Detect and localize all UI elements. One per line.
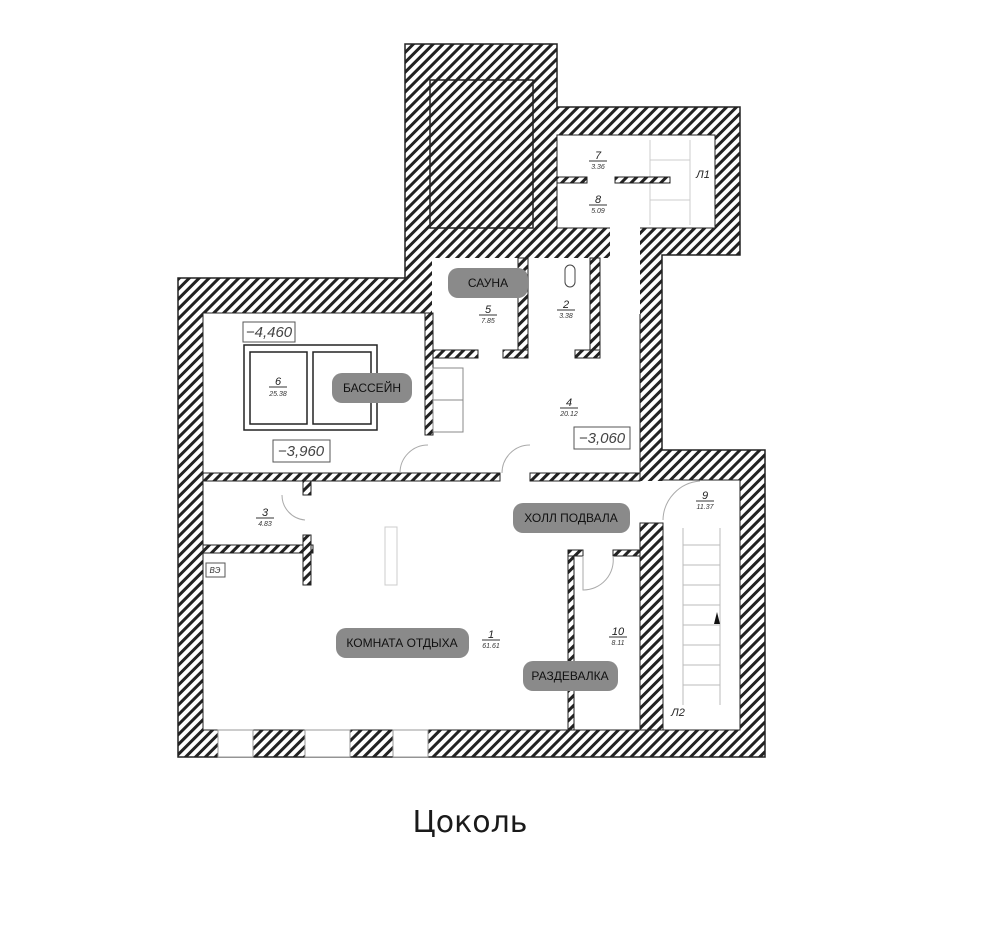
stair-label: Л1 <box>695 169 710 181</box>
room-number-7: 73.36 <box>589 150 607 171</box>
stairs-2 <box>682 528 721 705</box>
room-number-1: 161.61 <box>482 629 500 650</box>
stair-arrow-icon <box>714 612 720 624</box>
svg-text:8: 8 <box>595 194 602 206</box>
svg-text:11.37: 11.37 <box>697 504 715 511</box>
svg-text:−3,060: −3,060 <box>579 430 626 447</box>
room-number-4: 420.12 <box>559 397 578 418</box>
svg-text:4: 4 <box>566 397 572 409</box>
room-label-pool: БАССЕЙН <box>332 373 412 403</box>
doors <box>281 444 701 591</box>
svg-text:6: 6 <box>275 376 282 388</box>
svg-text:3.36: 3.36 <box>591 164 605 171</box>
svg-text:5: 5 <box>485 304 492 316</box>
room-number-2: 23.38 <box>557 299 575 320</box>
room-number-6: 625.38 <box>268 376 287 398</box>
hall-opening <box>638 481 664 523</box>
svg-text:БАССЕЙН: БАССЕЙН <box>343 380 401 395</box>
room-number-3: 34.83 <box>256 507 274 528</box>
svg-text:8.11: 8.11 <box>611 640 624 647</box>
svg-text:2: 2 <box>562 299 569 311</box>
room-number-10: 108.11 <box>609 626 627 647</box>
svg-text:РАЗДЕВАЛКА: РАЗДЕВАЛКА <box>531 669 608 683</box>
level-tag: −3,060 <box>573 426 631 450</box>
room-label-lounge: КОМНАТА ОТДЫХА <box>336 628 469 658</box>
svg-text:3: 3 <box>262 507 269 519</box>
interior-walls <box>202 176 671 731</box>
room-label-changing: РАЗДЕВАЛКА <box>523 661 618 691</box>
floor-caption: Цоколь <box>412 805 528 840</box>
svg-text:−3,960: −3,960 <box>278 443 325 460</box>
svg-text:25.38: 25.38 <box>268 391 287 398</box>
svg-text:−4,460: −4,460 <box>246 324 293 341</box>
svg-text:САУНА: САУНА <box>468 276 508 290</box>
level-tag: −4,460 <box>242 321 296 343</box>
column <box>384 526 398 586</box>
shower-2 <box>432 399 464 433</box>
svg-text:1: 1 <box>488 629 494 641</box>
svg-text:4.83: 4.83 <box>258 521 272 528</box>
svg-text:7.85: 7.85 <box>481 318 495 325</box>
svg-text:7: 7 <box>595 150 602 162</box>
room-number-8: 85.09 <box>589 194 607 215</box>
toilet-icon <box>564 264 576 288</box>
room-label-hall: ХОЛЛ ПОДВАЛА <box>513 503 630 533</box>
room-number-5: 57.85 <box>479 304 497 325</box>
level-tag: −3,960 <box>272 439 331 463</box>
stair-label: Л2 <box>670 707 685 719</box>
svg-text:61.61: 61.61 <box>482 643 500 650</box>
svg-text:10: 10 <box>612 626 625 638</box>
shaft <box>429 79 534 229</box>
svg-text:5.09: 5.09 <box>591 208 605 215</box>
svg-text:20.12: 20.12 <box>559 411 578 418</box>
stair-passage <box>610 226 640 260</box>
svg-text:9: 9 <box>702 490 708 502</box>
windows <box>217 729 429 758</box>
svg-text:3.38: 3.38 <box>559 313 573 320</box>
room-number-9: 911.37 <box>696 490 715 511</box>
svg-text:ХОЛЛ ПОДВАЛА: ХОЛЛ ПОДВАЛА <box>524 511 617 525</box>
equipment-tag: ВЭ <box>210 566 221 575</box>
room-label-sauna: САУНА <box>448 268 528 298</box>
svg-text:КОМНАТА ОТДЫХА: КОМНАТА ОТДЫХА <box>346 636 457 650</box>
